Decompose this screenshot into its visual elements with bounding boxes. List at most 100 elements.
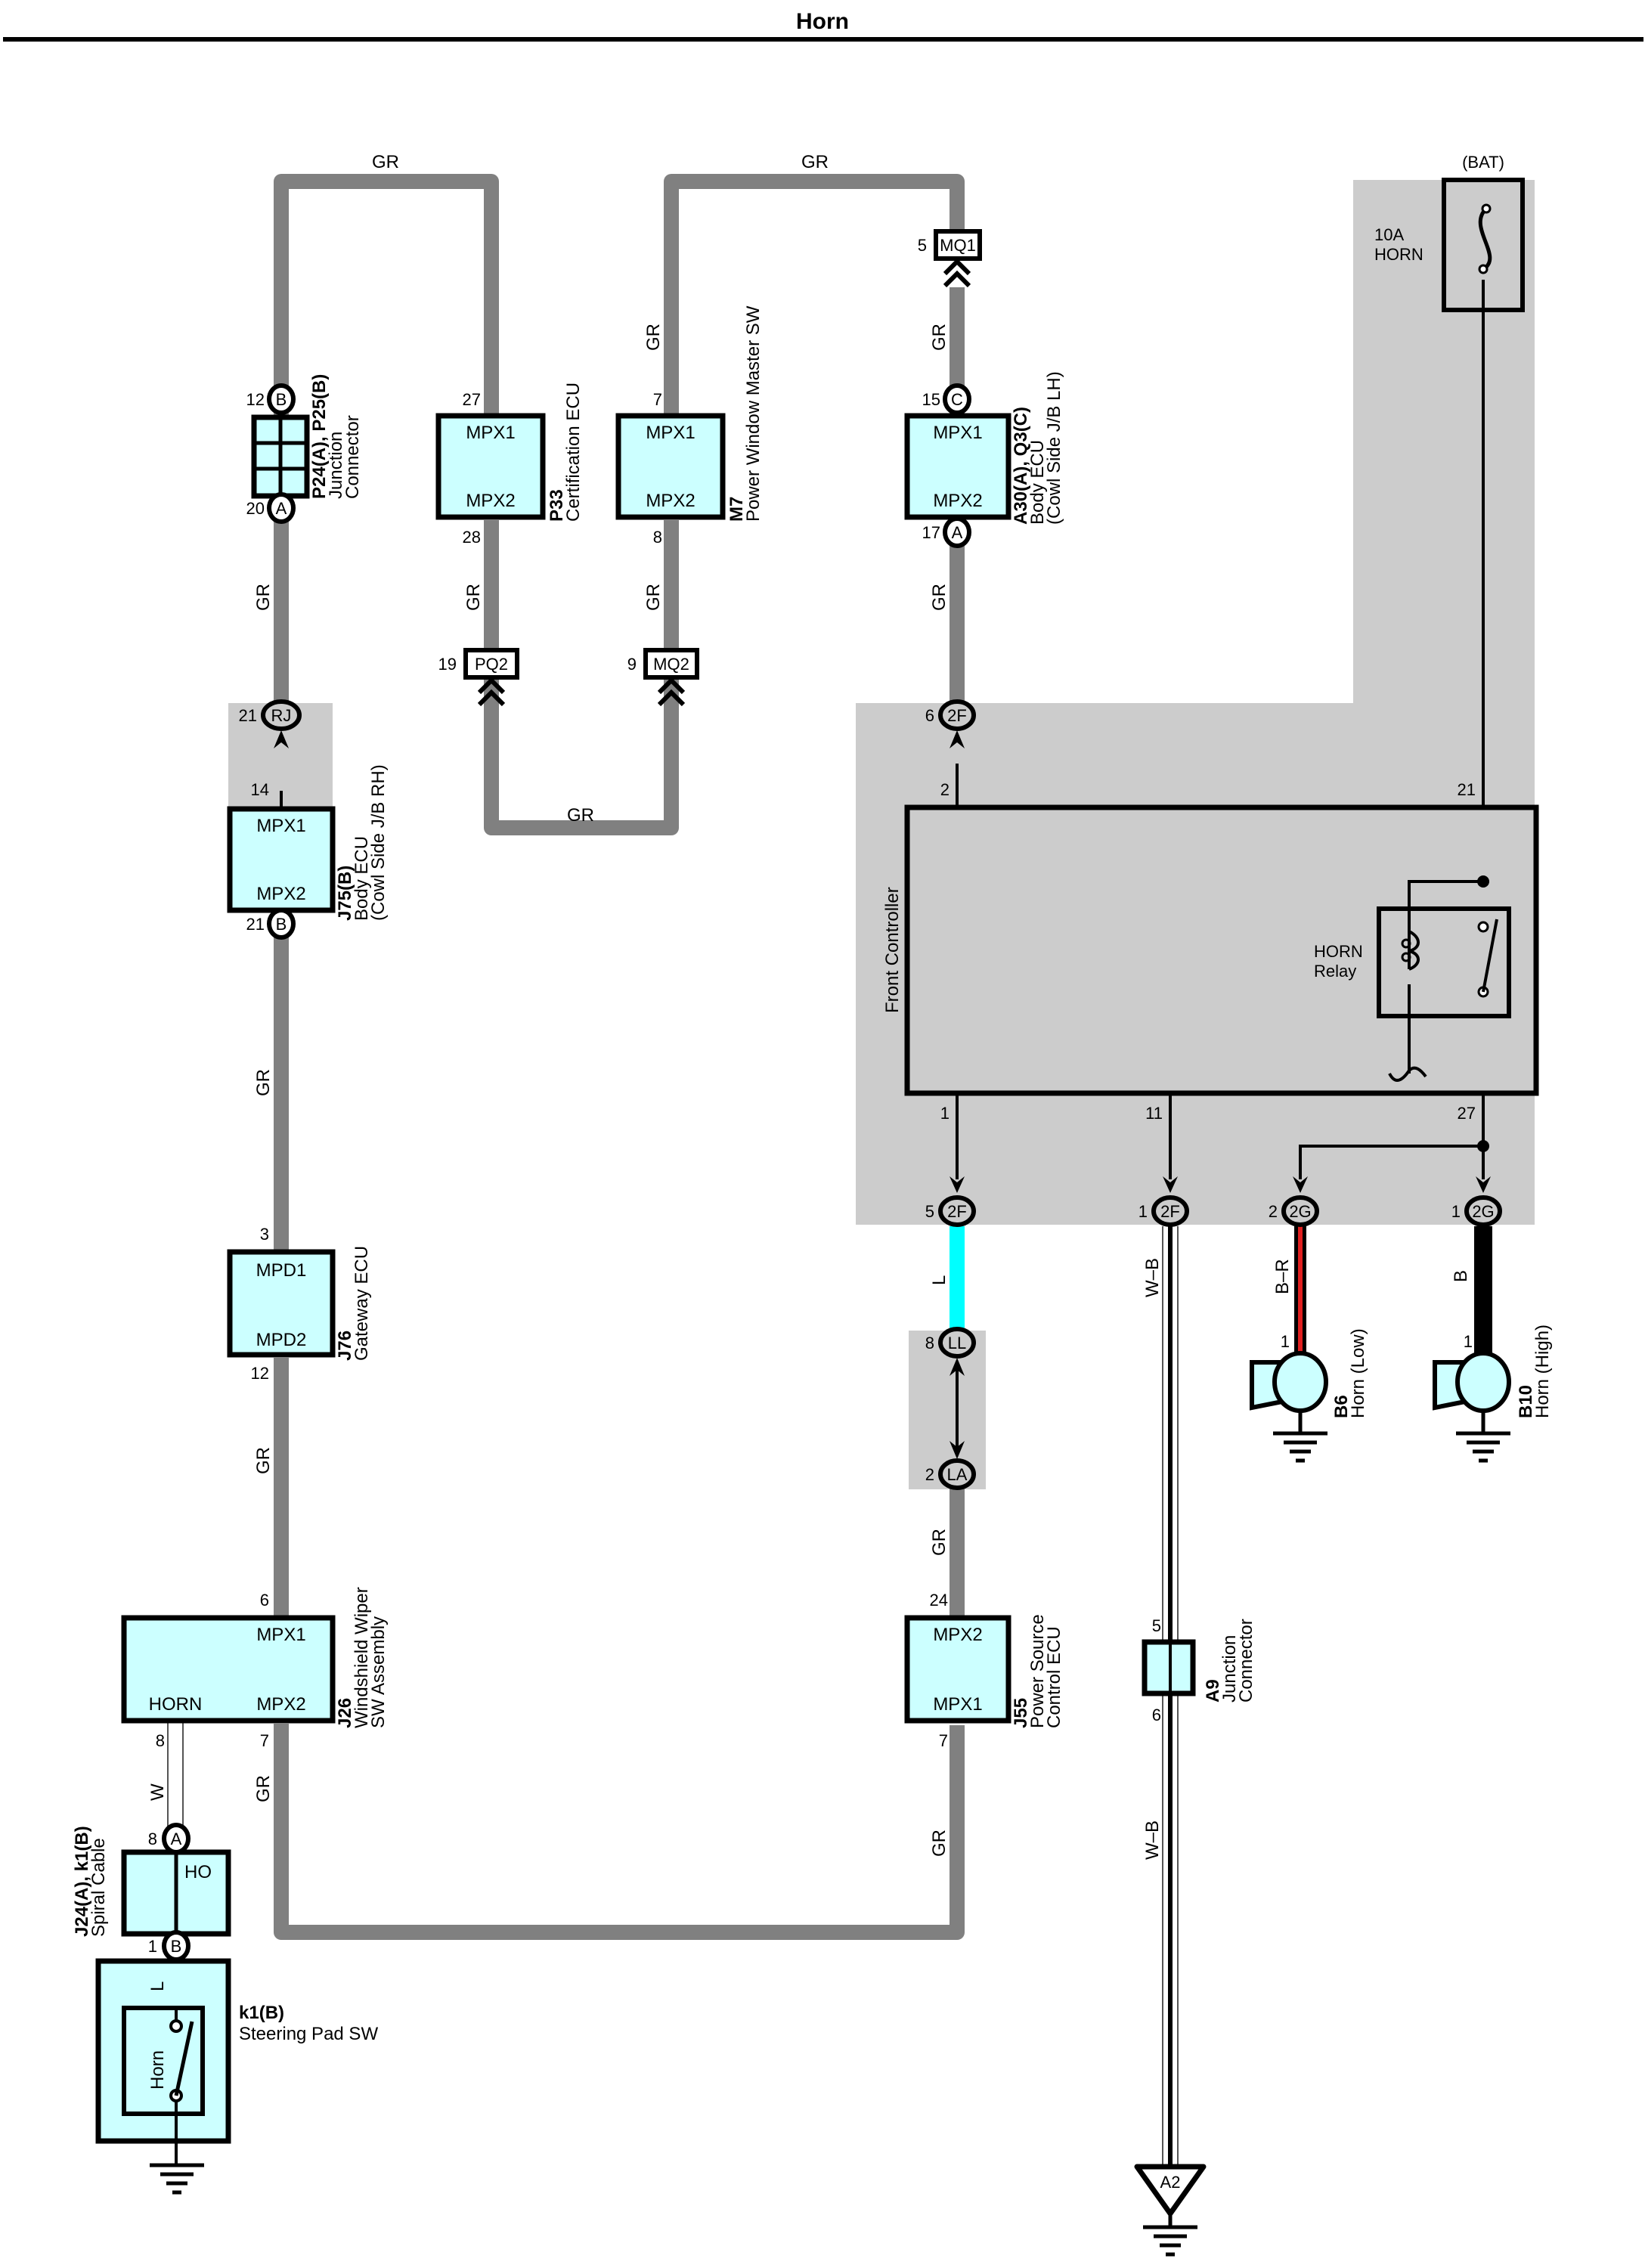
ground-icon <box>150 2163 204 2195</box>
connector-ll <box>938 1327 976 1359</box>
wire-br-core <box>1298 1226 1303 1370</box>
wire-label-gr-la: GR <box>929 1529 950 1556</box>
wire-l-2f-ll <box>950 1226 965 1341</box>
wire-label-wb-bot: W–B <box>1142 1820 1163 1860</box>
a30-name1: Body ECU <box>1027 440 1048 525</box>
connector-mq2-chevron-icon <box>657 677 686 707</box>
horn-relay-label2: Relay <box>1314 962 1356 981</box>
m7-pin-top: 7 <box>653 390 662 409</box>
connector-2f-1-label: 2F <box>947 1202 967 1221</box>
j26-code: J26 <box>335 1698 355 1728</box>
connector-mq2-pin: 9 <box>627 655 637 674</box>
b6-horn-body-icon <box>1272 1351 1328 1413</box>
connector-la-label: LA <box>947 1465 968 1484</box>
connector-2g-1-label: 2G <box>1289 1202 1311 1221</box>
junction-dot-27 <box>1477 1140 1489 1152</box>
p24-name1: Junction <box>326 432 346 499</box>
j55-terminal-mpx1: MPX1 <box>933 1694 982 1715</box>
j75-name2: (Cowl Side J/B RH) <box>368 764 389 921</box>
b6-ground-icon <box>1273 1411 1327 1463</box>
j26-pin-mpx2: 7 <box>260 1731 269 1750</box>
m7-terminal-mpx2: MPX2 <box>646 491 695 511</box>
p24-conn-a <box>267 492 296 524</box>
j26-pin-top: 6 <box>260 1591 269 1610</box>
p24-grid <box>254 417 307 496</box>
a30-terminal-mpx1: MPX1 <box>933 423 982 443</box>
connector-ll-arrow-icon <box>950 1358 965 1376</box>
connector-ll-pin: 8 <box>925 1334 934 1352</box>
wire-label-gr-left3: GR <box>253 1447 274 1474</box>
b6-horn-low <box>1250 1351 1328 1463</box>
fuse-icon <box>1478 207 1492 271</box>
page-title: Horn <box>796 9 849 34</box>
j76-terminal-mpd2: MPD2 <box>256 1330 307 1350</box>
connector-2f-1: 2F 5 <box>925 1176 976 1227</box>
p24-conn-b-label: B <box>276 390 287 409</box>
j24-pin-bot: 1 <box>148 1937 157 1956</box>
a30-pin-top: 15 <box>922 390 940 409</box>
k1-name: Steering Pad SW <box>239 2024 378 2044</box>
connector-mq2-label: MQ2 <box>653 655 689 674</box>
connector-2f-1-pin: 5 <box>925 1202 934 1221</box>
a30-conn-c-label: C <box>951 390 963 409</box>
wire-gr-m7-mq1 <box>664 174 965 414</box>
a9-name2: Connector <box>1236 1619 1256 1703</box>
wire-label-gr-m7-bot: GR <box>643 584 664 611</box>
connector-2f-top-arrow-icon <box>950 730 965 748</box>
j26-name2: SW Assembly <box>368 1616 389 1728</box>
connector-2f-top-label: 2F <box>947 706 967 725</box>
j55-code: J55 <box>1011 1698 1031 1728</box>
ground-icon-a2 <box>1143 2214 1197 2257</box>
j24-code: J24(A), k1(B) <box>72 1826 92 1937</box>
front-pin-27: 27 <box>1458 1104 1476 1123</box>
j26-pin-horn: 8 <box>156 1731 165 1750</box>
wire-label-gr-top1: GR <box>372 152 399 172</box>
fuse-rating: 10A <box>1374 225 1404 244</box>
m7-terminal-mpx1: MPX1 <box>646 423 695 443</box>
connector-pq2-chevron-icon <box>477 677 506 707</box>
connector-pq2-label: PQ2 <box>475 655 508 674</box>
j26-terminal-mpx1: MPX1 <box>256 1625 305 1645</box>
connector-rj-pin: 21 <box>239 706 257 725</box>
k1-switch-label: Horn <box>147 2050 168 2090</box>
j55-name2: Control ECU <box>1044 1626 1064 1728</box>
a9-pin-top: 5 <box>1152 1616 1161 1635</box>
j24-conn-a-label: A <box>171 1830 182 1848</box>
horn-relay-box <box>1377 906 1511 1018</box>
wire-label-gr-mq1: GR <box>929 324 950 351</box>
j55-terminal-mpx2: MPX2 <box>933 1625 982 1645</box>
ground-point-a2-label: A2 <box>1160 2173 1181 2192</box>
connector-la-arrow-icon <box>950 1441 965 1459</box>
connector-2g-2-label: 2G <box>1472 1202 1494 1221</box>
connector-pq2-pin: 19 <box>438 655 457 674</box>
connector-2f-top <box>938 699 976 731</box>
k1-horn-switch-box <box>122 2006 205 2116</box>
j75-pin-bot: 21 <box>246 915 265 934</box>
a30-conn-c <box>943 383 971 415</box>
coil-loop-2 <box>1401 952 1411 962</box>
connector-mq2 <box>643 648 699 680</box>
connector-2f-top-pin: 6 <box>925 706 934 725</box>
j75-name1: Body ECU <box>352 836 372 921</box>
b10-horn-body-icon <box>1455 1351 1511 1413</box>
p33-terminal-mpx1: MPX1 <box>466 423 515 443</box>
p24-pin-top: 12 <box>246 390 265 409</box>
j76-code: J76 <box>335 1331 355 1361</box>
k1-switch-contact-top <box>169 2019 183 2033</box>
j75-conn-b <box>267 908 296 940</box>
j55-power-source-control-ecu <box>904 1615 1011 1724</box>
connector-rj-label: RJ <box>271 706 292 725</box>
wire-label-gr-left1: GR <box>253 584 274 611</box>
p33-certification-ecu <box>435 413 546 520</box>
j75-conn-b-label: B <box>276 915 287 934</box>
connector-rj-arrow-icon <box>274 730 289 748</box>
connector-2g-1: 2G 2 <box>1269 1176 1319 1227</box>
wire-label-gr-left4: GR <box>253 1775 274 1802</box>
connector-ll-label: LL <box>948 1334 966 1352</box>
p24-pin-bot: 20 <box>246 499 265 518</box>
fuse-terminal-top <box>1481 203 1492 214</box>
wire-label-gr-p33: GR <box>463 584 484 611</box>
j24-conn-a <box>162 1823 191 1854</box>
wire-label-w: W <box>147 1783 168 1801</box>
